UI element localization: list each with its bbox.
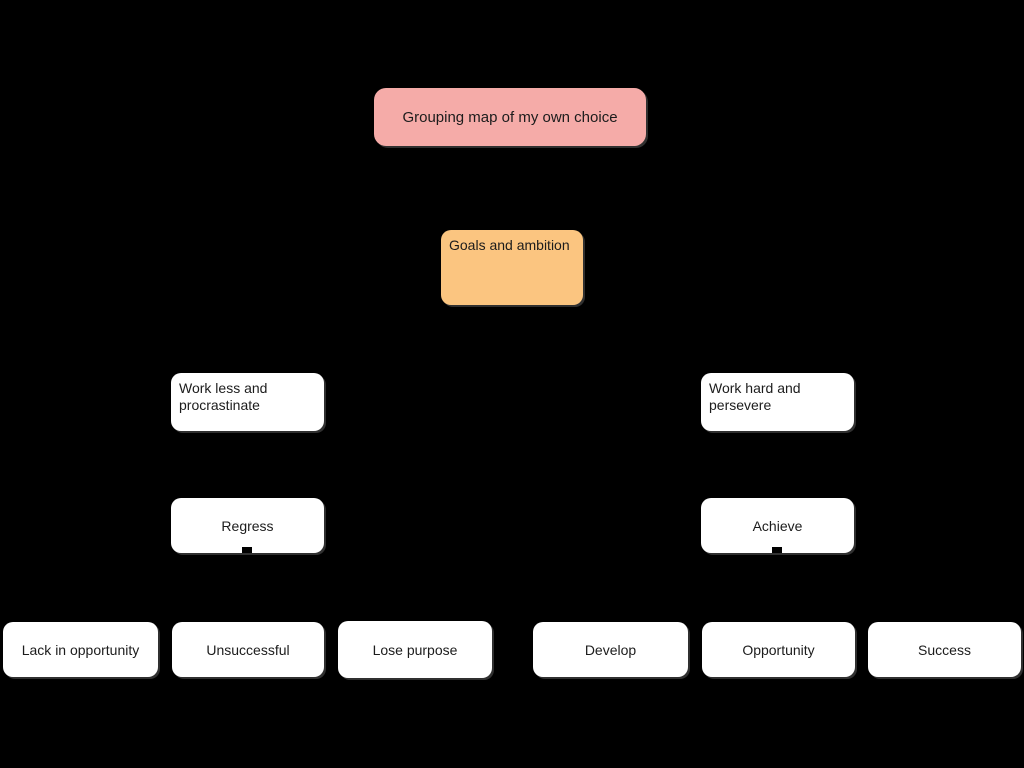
node-unsuccessful[interactable]: Unsuccessful bbox=[172, 622, 324, 677]
node-lack-in-opportunity[interactable]: Lack in opportunity bbox=[3, 622, 158, 677]
node-achieve[interactable]: Achieve bbox=[701, 498, 854, 553]
node-success[interactable]: Success bbox=[868, 622, 1021, 677]
node-goals-and-ambition[interactable]: Goals and ambition bbox=[441, 230, 583, 305]
node-regress[interactable]: Regress bbox=[171, 498, 324, 553]
node-lose-purpose[interactable]: Lose purpose bbox=[338, 621, 492, 678]
node-develop[interactable]: Develop bbox=[533, 622, 688, 677]
node-grouping-map-title[interactable]: Grouping map of my own choice bbox=[374, 88, 646, 146]
node-work-hard-and-persevere[interactable]: Work hard and persevere bbox=[701, 373, 854, 431]
connector-stub-regress bbox=[242, 547, 252, 553]
connector-stub-achieve bbox=[772, 547, 782, 553]
node-work-less-and-procrastinate[interactable]: Work less and procrastinate bbox=[171, 373, 324, 431]
node-opportunity[interactable]: Opportunity bbox=[702, 622, 855, 677]
